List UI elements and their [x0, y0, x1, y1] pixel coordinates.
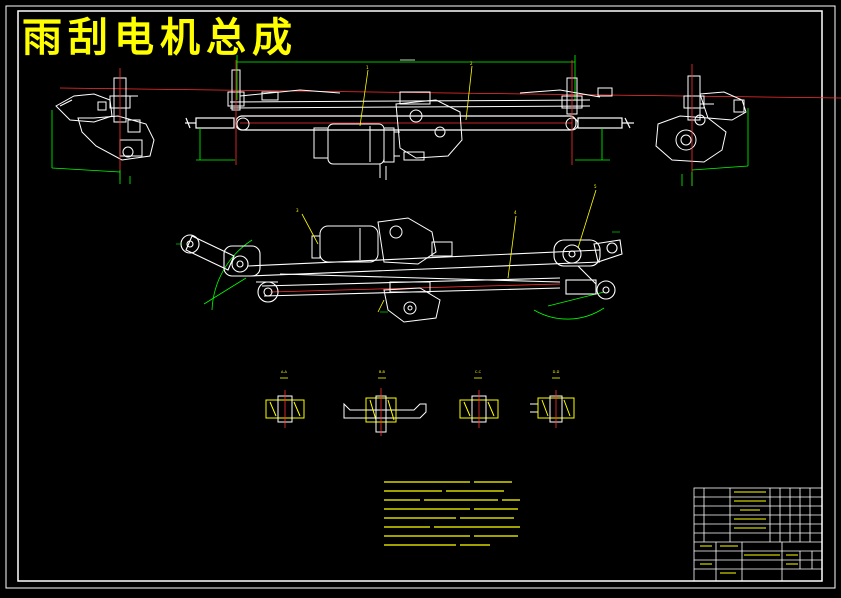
drawing-title: 雨刮电机总成	[22, 15, 298, 61]
section-b-b-label: B-B	[379, 370, 386, 374]
balloon-1: 1	[366, 65, 369, 70]
balloon-3: 3	[296, 208, 299, 213]
balloon-2: 2	[470, 61, 473, 66]
balloon-4: 4	[514, 210, 517, 215]
right-side-view	[655, 64, 749, 186]
section-a-a-label: A-A	[281, 370, 288, 374]
balloon-5: 5	[594, 184, 597, 189]
top-view: 1 2	[59, 55, 841, 180]
section-b-b: B-B	[343, 370, 427, 436]
section-a-a: A-A	[265, 370, 305, 428]
left-side-view	[51, 68, 155, 184]
technical-notes	[384, 481, 520, 546]
front-view: 3 4 5	[176, 184, 623, 323]
section-c-c-label: C-C	[475, 370, 482, 374]
title-block	[693, 487, 823, 582]
section-c-c: C-C	[459, 370, 499, 428]
section-views: A-A B-B	[265, 370, 575, 436]
section-d-d-label: D-D	[553, 370, 560, 374]
section-d-d: D-D	[530, 370, 575, 428]
sheet-frame	[5, 5, 836, 589]
